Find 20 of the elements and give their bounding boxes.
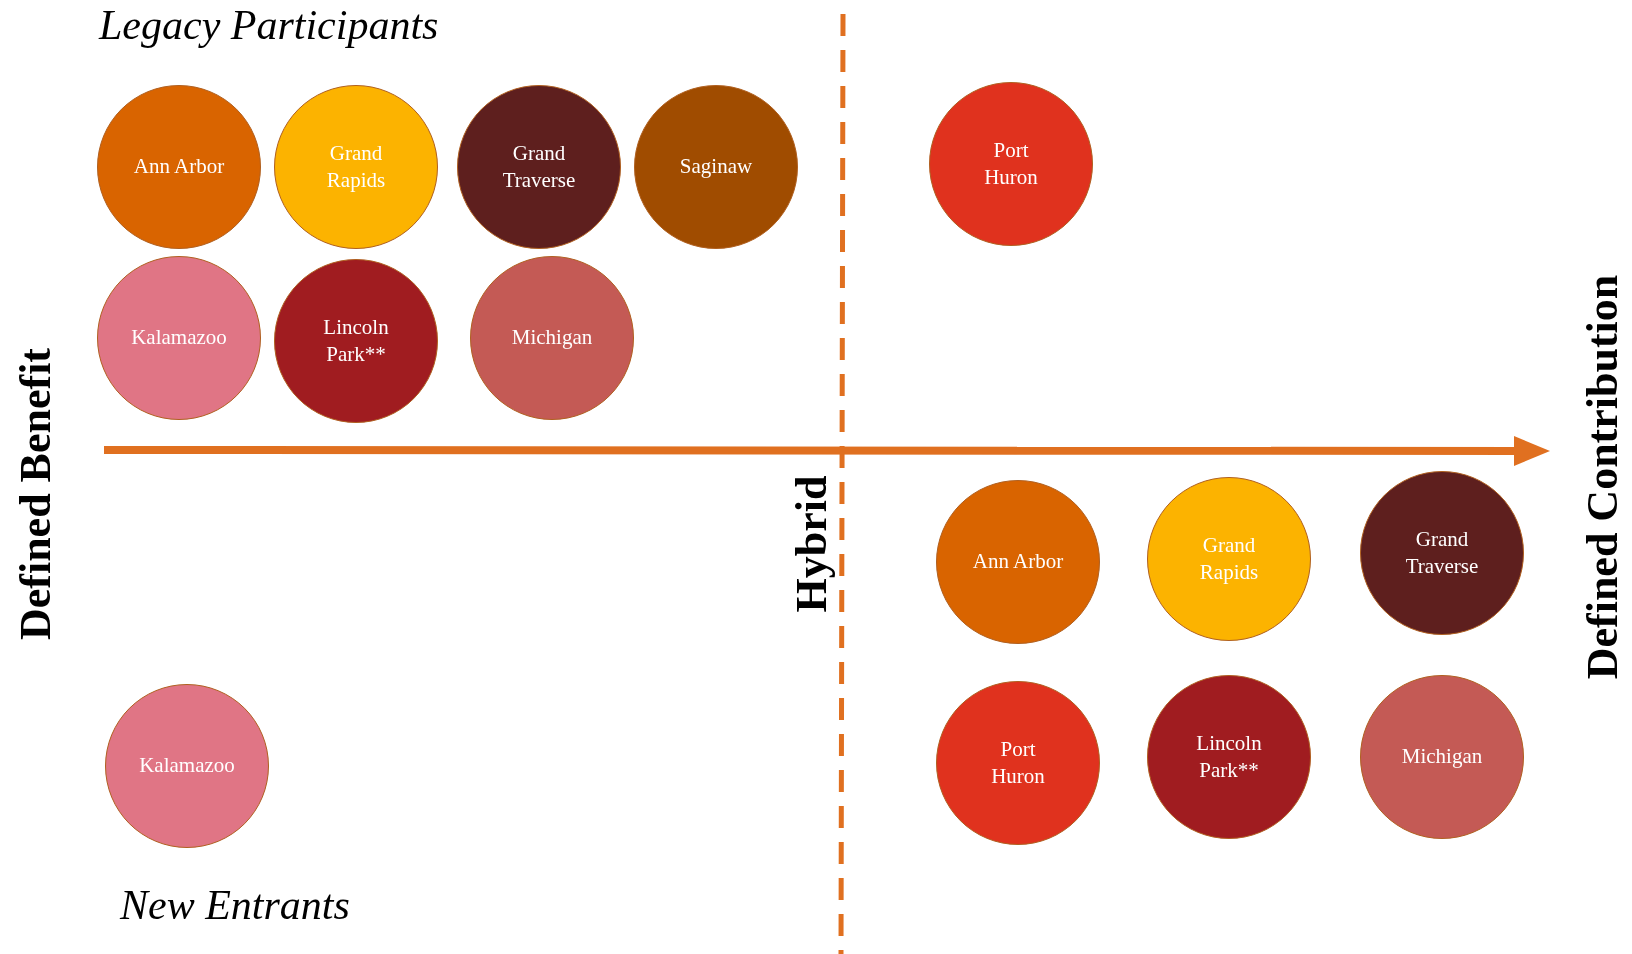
city-name: Port Huron [990, 735, 1046, 790]
city-name: Kalamazoo [139, 752, 235, 780]
city-name: Grand Traverse [1404, 525, 1480, 580]
group-heading: Legacy Participants [99, 4, 439, 46]
city-name: Lincoln Park** [322, 313, 390, 368]
city-name: Lincoln Park** [1195, 729, 1263, 784]
city-name: Grand Rapids [325, 139, 387, 194]
group-heading: New Entrants [120, 884, 350, 926]
city-name: Michigan [511, 324, 593, 352]
axis-label: Defined Benefit [14, 347, 58, 641]
city-name: Port Huron [983, 136, 1039, 191]
city-name: Ann Arbor [972, 548, 1064, 576]
city-name: Michigan [1401, 743, 1483, 771]
city-name: Kalamazoo [131, 324, 227, 352]
city-name: Grand Rapids [1198, 531, 1260, 586]
city-name: Saginaw [679, 153, 753, 181]
city-name: Ann Arbor [133, 153, 225, 181]
axis-label: Hybrid [790, 475, 834, 613]
city-name: Grand Traverse [501, 139, 577, 194]
axis-label: Defined Contribution [1581, 274, 1625, 680]
